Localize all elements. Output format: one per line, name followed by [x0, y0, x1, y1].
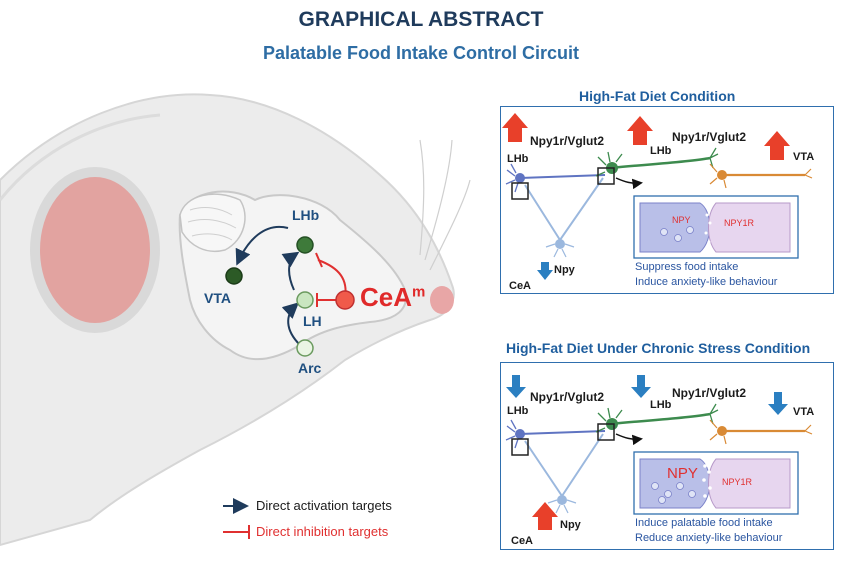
up-arrow-vta	[764, 131, 790, 160]
top-syn-npy1r: NPY1R	[724, 218, 755, 228]
top-postsynaptic	[708, 202, 791, 253]
arrow-lh-to-lhb	[281, 251, 300, 291]
arc-node	[296, 339, 314, 357]
lhb-left-soma	[515, 173, 525, 183]
top-panel-title: High-Fat Diet Condition	[579, 88, 736, 104]
top-cea: CeA	[509, 280, 532, 292]
lh-node	[296, 291, 314, 309]
bottom-syn-npy: NPY	[667, 465, 698, 482]
top-vta: VTA	[793, 151, 815, 163]
bottom-npy: Npy	[560, 519, 581, 531]
arrow-arc-to-lh	[281, 302, 301, 346]
top-lhb-left: LHb	[507, 153, 529, 165]
vta-node	[225, 267, 243, 285]
bottom-panel-title: High-Fat Diet Under Chronic Stress Condi…	[506, 340, 811, 356]
whiskers	[419, 139, 471, 271]
down-arrow-lhb-right	[631, 375, 651, 398]
page-subtitle: Palatable Food Intake Control Circuit	[262, 43, 580, 63]
arrow-lhb-to-vta	[235, 225, 289, 266]
bottom-zoom-box-left	[511, 438, 529, 456]
lhb-label: LHb	[292, 207, 320, 223]
bottom-lhb-left: LHb	[507, 405, 529, 417]
up-arrow-npy	[532, 502, 558, 530]
down-arrow-npy	[537, 262, 553, 280]
cea-node	[335, 290, 355, 310]
lh-label: LH	[303, 313, 322, 329]
cea-label: CeAm	[360, 282, 426, 312]
vta-soma	[717, 170, 727, 180]
down-arrow-lhb-left	[506, 375, 526, 398]
mouse-nose	[430, 286, 454, 314]
top-npy1r-left: Npy1r/Vglut2	[530, 134, 605, 148]
top-npy: Npy	[554, 264, 575, 276]
top-zoom-box-right	[597, 167, 615, 185]
page-title: GRAPHICAL ABSTRACT	[298, 8, 544, 31]
down-arrow-vta	[768, 392, 788, 415]
cea-soma	[555, 239, 565, 249]
top-npy1r-right: Npy1r/Vglut2	[672, 130, 747, 144]
legend-inhibition-label: Direct inhibition targets	[256, 524, 389, 539]
legend-activation-label: Direct activation targets	[256, 498, 392, 513]
bottom-npy1r-right: Npy1r/Vglut2	[672, 386, 747, 400]
up-arrow-lhb-left	[502, 113, 528, 142]
mouse-ear	[30, 167, 160, 333]
up-arrow-lhb-right	[627, 116, 653, 145]
bottom-vta: VTA	[793, 406, 815, 418]
bottom-syn-npy1r: NPY1R	[722, 477, 753, 487]
top-zoom-box-left	[511, 182, 529, 200]
top-lhb-right: LHb	[650, 145, 672, 157]
bottom-zoom-box-right	[597, 423, 615, 441]
lhb-left-axon	[519, 174, 606, 179]
lhb-right-axon	[609, 156, 711, 170]
arc-label: Arc	[298, 360, 322, 376]
bottom-npy1r-left: Npy1r/Vglut2	[530, 390, 605, 404]
vta-label: VTA	[204, 290, 231, 306]
lhb-node	[296, 236, 314, 254]
top-syn-npy: NPY	[672, 215, 691, 225]
bottom-lhb-right: LHb	[650, 399, 672, 411]
bottom-cea: CeA	[511, 535, 534, 547]
